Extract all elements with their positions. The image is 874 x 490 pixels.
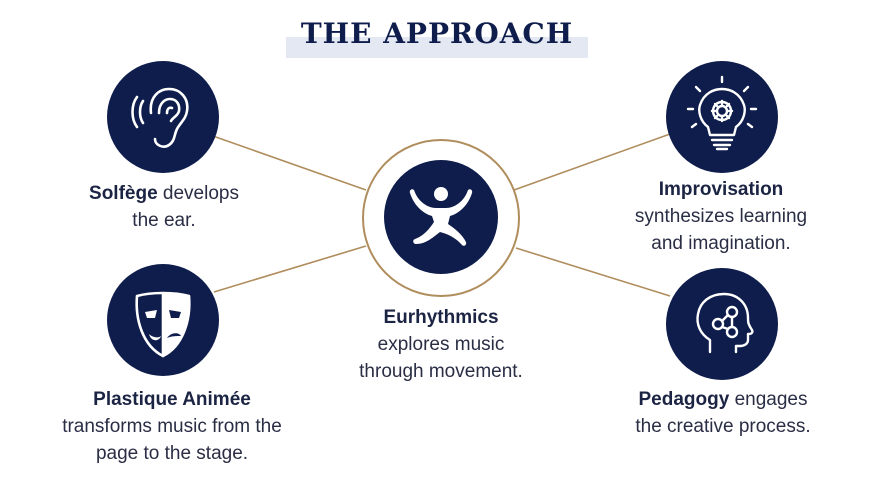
eurhythmics-text-line2: explores music xyxy=(377,334,505,355)
solfege-title: Solfège xyxy=(89,183,158,204)
solfege-node xyxy=(107,61,219,173)
theater-mask-icon xyxy=(135,291,191,358)
ear-icon xyxy=(131,87,189,148)
dancing-figure-icon xyxy=(409,187,473,246)
plastique-text-line2: transforms music from the xyxy=(62,416,282,437)
plastique-node xyxy=(107,264,219,376)
improvisation-title: Improvisation xyxy=(658,179,784,200)
pedagogy-node xyxy=(666,268,778,380)
lightbulb-gear-icon xyxy=(686,75,758,151)
title-highlight-band xyxy=(286,16,588,58)
improvisation-node xyxy=(666,61,778,173)
pedagogy-text: engages xyxy=(729,389,808,410)
improvisation-label: Improvisation synthesizes learning and i… xyxy=(586,176,856,257)
eurhythmics-node xyxy=(384,160,498,274)
connector-solfege xyxy=(212,135,367,191)
eurhythmics-label: Eurhythmics explores music through movem… xyxy=(316,304,566,385)
plastique-text-line3: page to the stage. xyxy=(95,443,249,464)
connector-pedagogy xyxy=(515,247,671,297)
solfege-text-line2: the ear. xyxy=(132,210,196,231)
solfege-text: develops xyxy=(157,183,239,204)
head-network-icon xyxy=(696,292,754,354)
connector-plastique xyxy=(213,245,367,293)
pedagogy-title: Pedagogy xyxy=(638,389,730,410)
improvisation-text-line2: synthesizes learning xyxy=(634,206,808,227)
plastique-title: Plastique Animée xyxy=(93,389,251,410)
plastique-label: Plastique Animée transforms music from t… xyxy=(24,386,320,467)
connector-improvisation xyxy=(513,133,671,191)
pedagogy-text-line2: the creative process. xyxy=(635,416,811,437)
improvisation-text-line3: and imagination. xyxy=(651,233,791,254)
eurhythmics-text-line3: through movement. xyxy=(359,361,523,382)
pedagogy-label: Pedagogy engages the creative process. xyxy=(588,386,858,440)
solfege-label: Solfège develops the ear. xyxy=(40,180,288,234)
eurhythmics-title: Eurhythmics xyxy=(383,307,499,328)
page-title: THE APPROACH xyxy=(300,17,574,50)
